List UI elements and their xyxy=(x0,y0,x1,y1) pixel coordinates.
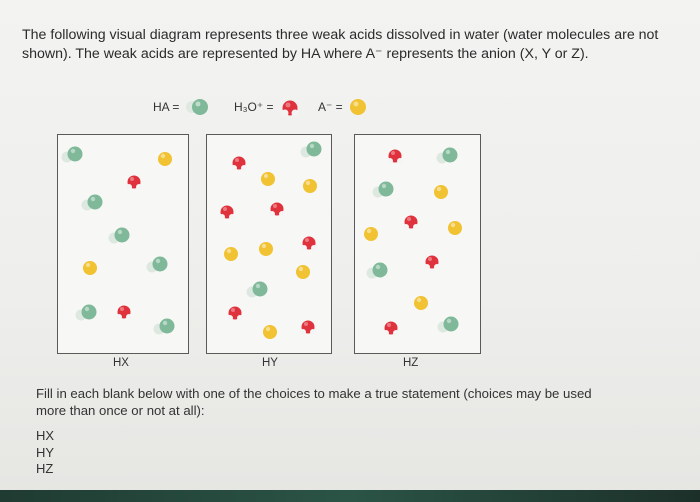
beaker-box-hz xyxy=(354,134,481,354)
choice-list: HX HY HZ xyxy=(36,428,54,478)
legend-anion: A⁻ = xyxy=(318,96,369,118)
legend-h3o: H₃O⁺ = xyxy=(234,96,302,118)
question-text: Fill in each blank below with one of the… xyxy=(36,386,592,418)
ha-molecule-icon xyxy=(183,96,211,118)
h3o-molecule-icon xyxy=(278,96,302,118)
legend-anion-label: A⁻ = xyxy=(318,100,343,114)
choice-hz[interactable]: HZ xyxy=(36,461,54,476)
intro-text: The following visual diagram represents … xyxy=(22,27,659,62)
anion-sphere-icon xyxy=(347,96,369,118)
legend-ha: HA = xyxy=(153,96,211,118)
box-label-hy: HY xyxy=(262,357,278,369)
box-label-hz: HZ xyxy=(403,357,419,369)
legend-ha-label: HA = xyxy=(153,100,180,114)
beaker-box-hx xyxy=(57,134,189,354)
bottom-bar xyxy=(0,490,700,502)
legend-h3o-label: H₃O⁺ = xyxy=(234,100,274,114)
choice-hy[interactable]: HY xyxy=(36,444,55,460)
box-label-hx: HX xyxy=(113,357,129,369)
beaker-box-hy xyxy=(206,134,332,354)
choice-hx[interactable]: HX xyxy=(36,428,55,443)
